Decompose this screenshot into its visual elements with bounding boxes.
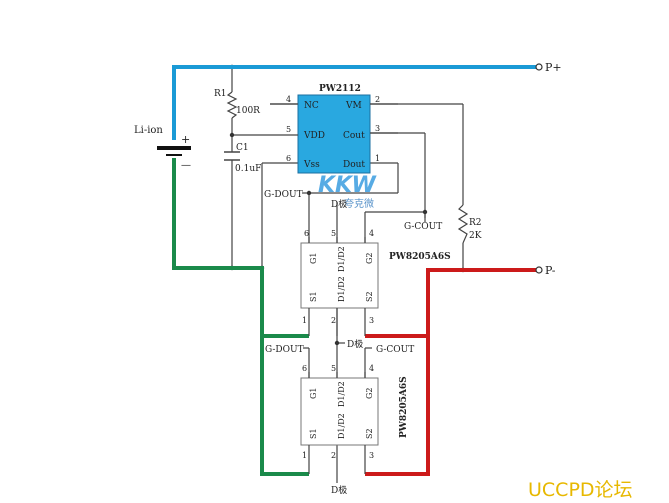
p-minus-terminal [535,266,543,274]
mosfet1-pin-2: 2 [331,316,336,325]
ic-pin-nc: NC [304,101,319,111]
r1-resistor [226,91,238,119]
net-d-pole-top: D极 [331,198,347,210]
net-g-cout-mid: G-COUT [376,345,414,355]
pw2112-ic [270,94,398,174]
mosfet1-pin-6: 6 [304,229,309,238]
mosfet1-d1d2-bot: D1/D2 [337,276,346,302]
mosfet2-pin-1: 1 [302,451,307,460]
battery-minus-sign: — [181,160,191,171]
mosfet2-g1: G1 [309,388,318,399]
mosfet1-g2: G2 [365,253,374,264]
c1-value: 0.1uF [235,164,261,174]
net-g-dout-top: G-DOUT [264,190,303,200]
positive-path [172,65,536,140]
mosfet2-s2: S2 [365,428,374,439]
mosfet2-d1d2-bot: D1/D2 [337,413,346,439]
battery-symbol [157,146,191,156]
kkw-logo-text: KKW [318,173,378,198]
ic-pin-vss: Vss [303,160,320,170]
ic-pin-num-5: 5 [286,125,291,134]
r2-value: 2K [469,231,482,241]
c1-capacitor [224,151,240,161]
mosfet1-pin-4: 4 [369,229,374,238]
net-d-pole-mid: D极 [347,338,363,350]
mosfet2-name: PW8205A6S [399,376,409,438]
ic-pin-vdd: VDD [303,131,325,141]
mosfet2-pin-6: 6 [302,364,307,373]
p-plus-terminal [535,63,543,71]
forum-watermark: UCCPD论坛 [528,479,633,501]
battery-plus-sign: + [181,133,190,146]
negative-path-red [365,268,536,476]
r1-name: R1 [214,89,227,99]
c1-name: C1 [236,143,249,153]
p-minus-label: P- [545,264,556,277]
r2-resistor [457,204,469,244]
mosfet1-s2: S2 [365,291,374,302]
p-plus-label: P+ [545,61,562,74]
mosfet1-d1d2-top: D1/D2 [337,246,346,272]
ic-pin-dout: Dout [343,160,365,170]
mosfet2-pin-5: 5 [331,364,336,373]
ic-pin-vm: VM [345,101,362,111]
mosfet2-pin-2: 2 [331,451,336,460]
battery-label: Li-ion [134,125,163,136]
net-g-dout-mid: G-DOUT [265,345,304,355]
mosfet1-s1: S1 [309,291,318,302]
negative-path-green [172,158,309,476]
mosfet2-g2: G2 [365,388,374,399]
ic-pin-cout: Cout [343,131,365,141]
mosfet2-d1d2-top: D1/D2 [337,381,346,407]
mosfet2-pin-4: 4 [369,364,374,373]
mosfet2-body [300,372,379,474]
mosfet2-s1: S1 [309,428,318,439]
ic-pin-num-4: 4 [286,95,291,104]
net-d-pole-bot: D极 [331,484,347,496]
mosfet1-pin-1: 1 [302,316,307,325]
mosfet1-pin-5: 5 [331,229,336,238]
mosfet1-name: PW8205A6S [389,252,451,262]
kkw-logo: KKW 夸克微 [318,173,378,210]
ic-pin-num-1: 1 [375,154,380,163]
ic-pin-num-3: 3 [375,124,380,133]
mosfet1-body [300,237,379,336]
kkw-logo-subtext: 夸克微 [344,197,374,210]
r2-name: R2 [469,218,482,228]
r1-value: 100R [236,106,260,116]
ic-pin-num-2: 2 [375,95,380,104]
mosfet1-pin-3: 3 [369,316,374,325]
mosfet2-pin-3: 3 [369,451,374,460]
mosfet1-g1: G1 [309,253,318,264]
net-g-cout-top: G-COUT [404,222,442,232]
ic-pin-num-6: 6 [286,154,291,163]
ic-name: PW2112 [319,84,361,94]
